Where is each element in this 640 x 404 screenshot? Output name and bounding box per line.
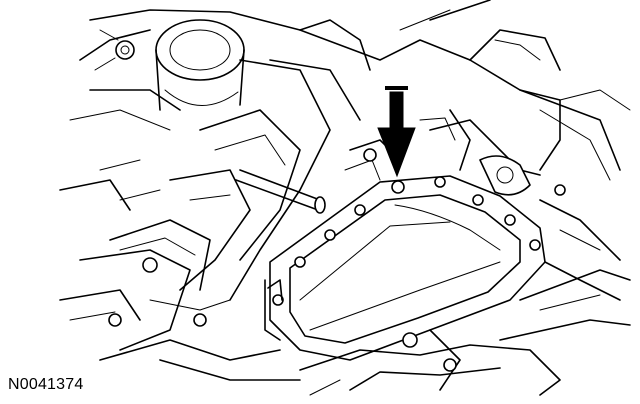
engine-block	[69, 0, 631, 181]
figure-reference-code: N0041374	[8, 376, 84, 393]
lower-crossmember	[159, 329, 561, 396]
oil-pan	[264, 175, 546, 361]
arrow-down-icon	[377, 86, 416, 178]
subframe	[59, 59, 361, 361]
transmission-side	[344, 109, 631, 341]
oil-pan-bolts	[272, 176, 541, 348]
